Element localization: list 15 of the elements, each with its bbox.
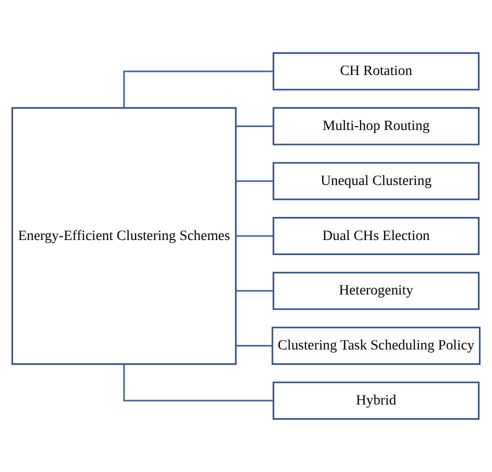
node-box: CH Rotation [272, 52, 480, 90]
node-box: Dual CHs Election [272, 216, 480, 256]
connector [236, 125, 274, 127]
connector [236, 180, 274, 182]
connector [123, 364, 274, 402]
connector [236, 290, 274, 292]
node-box: Unequal Clustering [272, 162, 480, 200]
connector [236, 235, 274, 237]
connector [236, 345, 272, 347]
node-box: Multi-hop Routing [272, 107, 480, 146]
node-box: Energy-Efficient Clustering Schemes [11, 107, 237, 365]
node-box: Heterogenity [272, 272, 480, 310]
connector [123, 70, 274, 108]
node-box: Hybrid [272, 382, 480, 420]
node-box: Clustering Task Scheduling Policy [272, 326, 481, 365]
